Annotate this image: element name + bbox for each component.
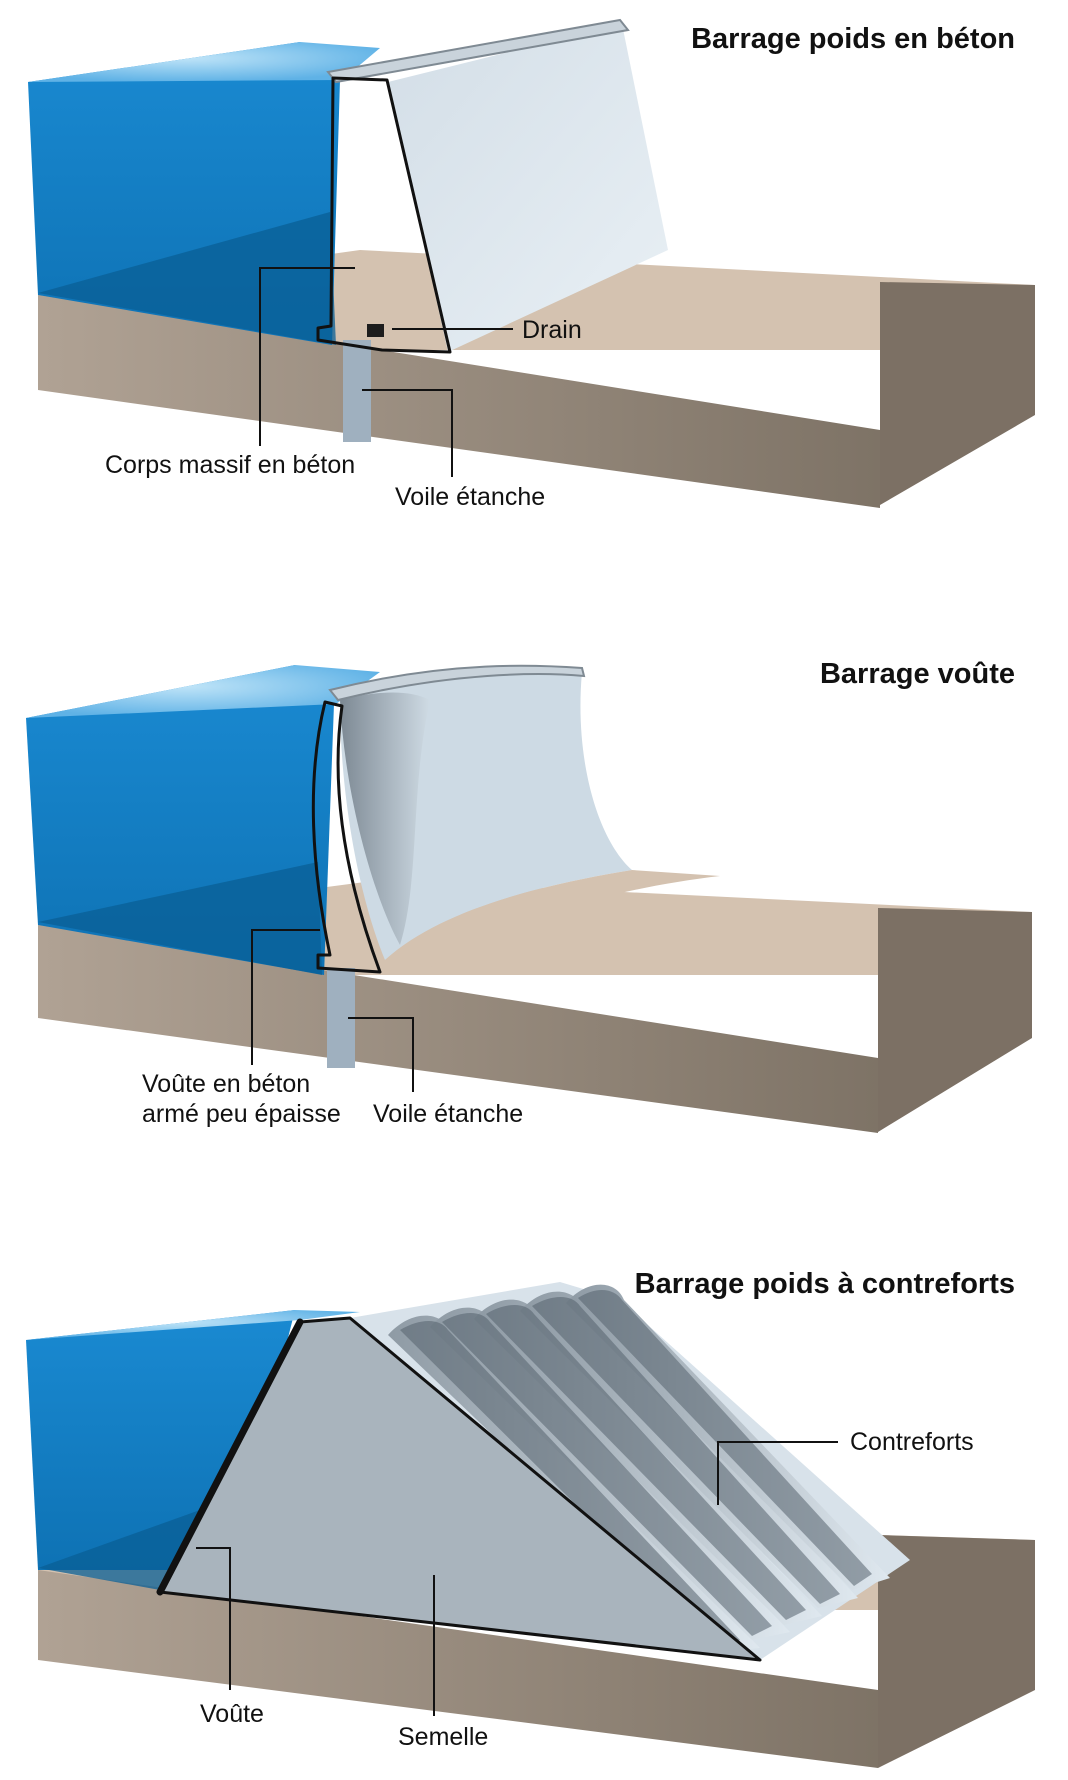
water-surface bbox=[28, 42, 380, 82]
ground-front bbox=[38, 1570, 878, 1768]
label-curtain: Voile étanche bbox=[373, 1100, 523, 1128]
arch-shading bbox=[340, 692, 430, 945]
arch-cross-section bbox=[311, 700, 382, 974]
curtain-leader bbox=[362, 389, 453, 477]
ground-front bbox=[38, 925, 878, 1133]
panel-gravity-dam: Barrage poids en béton Drain Corps massi… bbox=[28, 18, 1035, 511]
dam-downstream-face bbox=[388, 24, 668, 352]
buttress-rib-shadow bbox=[578, 1289, 872, 1586]
panel-buttress-dam: Barrage poids à contreforts bbox=[26, 1268, 1035, 1768]
water-surface bbox=[26, 665, 380, 718]
buttresses-leader bbox=[717, 1441, 838, 1505]
ground-side bbox=[880, 282, 1035, 505]
panel-title: Barrage poids en béton bbox=[691, 23, 1015, 55]
panel-title: Barrage poids à contreforts bbox=[635, 1268, 1015, 1300]
label-body: Corps massif en béton bbox=[105, 451, 355, 479]
vault-leader bbox=[251, 929, 320, 1065]
body-leader bbox=[259, 267, 355, 446]
ground-side bbox=[878, 908, 1032, 1132]
buttress-rib-shadow bbox=[532, 1297, 840, 1604]
dam-cross-section bbox=[316, 76, 452, 354]
buttress-rib-shadow bbox=[486, 1305, 806, 1620]
label-curtain: Voile étanche bbox=[395, 483, 545, 511]
arch-crest bbox=[328, 664, 586, 702]
curtain-leader bbox=[348, 1017, 414, 1092]
buttress-rib-shadow bbox=[442, 1313, 772, 1636]
panel-title: Barrage voûte bbox=[820, 658, 1015, 690]
water-deep bbox=[38, 1510, 200, 1590]
valley-bank bbox=[385, 870, 720, 968]
label-vault-line2: armé peu épaisse bbox=[142, 1100, 341, 1128]
ground-side bbox=[878, 1535, 1035, 1768]
upstream-vault-face bbox=[156, 1318, 304, 1596]
buttress-ribs bbox=[388, 1284, 890, 1652]
water-deep bbox=[38, 212, 336, 345]
vault-leader bbox=[196, 1547, 231, 1690]
label-vault: Voûte bbox=[200, 1700, 264, 1728]
ground-front bbox=[38, 295, 880, 508]
buttress-rib-shadow bbox=[400, 1321, 740, 1648]
label-footing: Semelle bbox=[398, 1723, 488, 1751]
panel-arch-dam: Barrage voûte Voûte en béton armé peu ép… bbox=[26, 658, 1032, 1133]
drain-opening bbox=[367, 324, 384, 337]
label-drain: Drain bbox=[522, 316, 582, 344]
label-buttresses: Contreforts bbox=[850, 1428, 974, 1456]
water-surface bbox=[26, 1310, 360, 1340]
label-vault-line1: Voûte en béton bbox=[142, 1070, 310, 1098]
